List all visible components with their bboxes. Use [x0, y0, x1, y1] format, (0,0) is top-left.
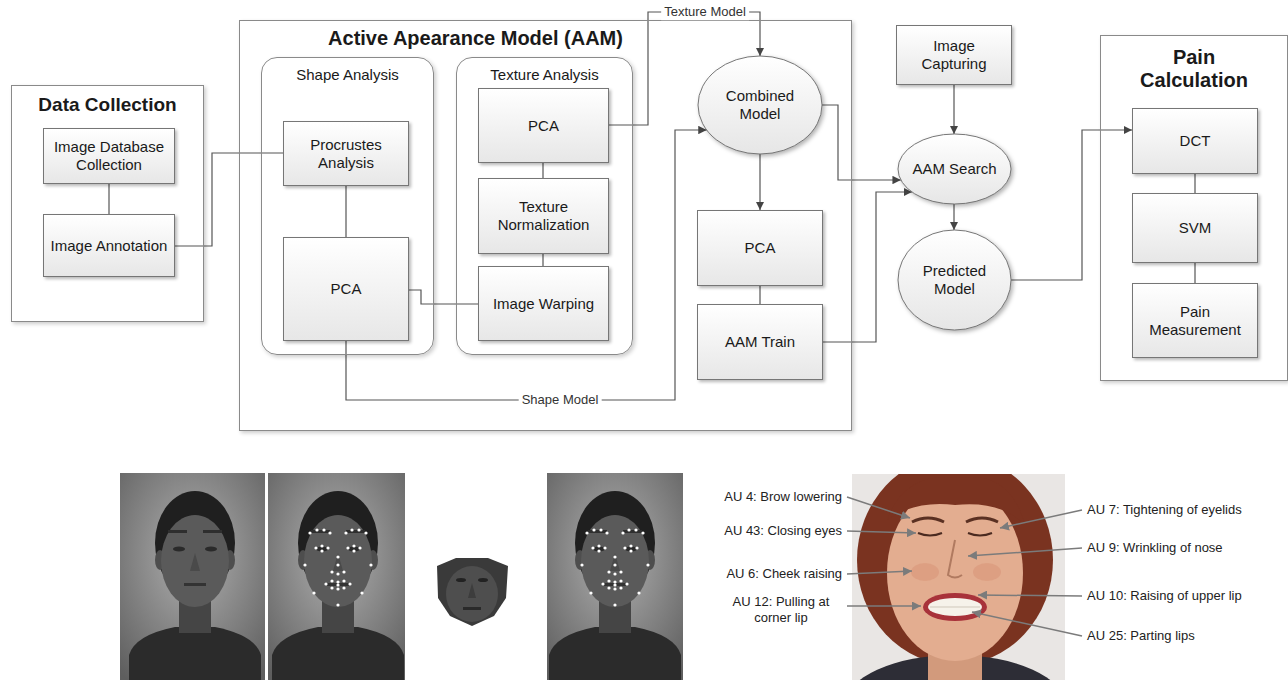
- callout-slot: AU 6: Cheek raising: [700, 566, 842, 582]
- process-box: Pain Measurement: [1132, 283, 1258, 358]
- action-unit-label: AU 12: Pulling at corner lip: [720, 594, 842, 627]
- group-heading: Data Collection: [12, 94, 203, 116]
- callout-slot: AU 43: Closing eyes: [700, 523, 842, 539]
- analysis-group: Shape AnalysisProcrustes AnalysisPCA: [261, 57, 434, 355]
- stage-panel: Data CollectionImage Database Collection…: [11, 85, 204, 322]
- process-box: SVM: [1132, 193, 1258, 263]
- group-heading: Pain Calculation: [1134, 46, 1254, 92]
- connector: [409, 290, 478, 304]
- node-label: PCA: [528, 117, 559, 135]
- connector: [953, 85, 954, 134]
- node-label: Predicted Model: [911, 262, 998, 298]
- process-ellipse: AAM Search: [897, 133, 1012, 205]
- stage-panel: Pain CalculationDCT SVM Pain Measurement: [1100, 35, 1288, 381]
- callout-slot: AU 12: Pulling at corner lip: [720, 594, 842, 627]
- connector: [759, 286, 760, 304]
- callout-slot: AU 4: Brow lowering: [700, 489, 842, 505]
- edge-label: Shape Model: [519, 392, 602, 408]
- connector: [108, 184, 109, 214]
- ellipse-shape: [898, 230, 1011, 330]
- ellipse-shape: [898, 134, 1011, 204]
- node-label: Pain Measurement: [1139, 303, 1251, 339]
- action-unit-label: AU 10: Raising of upper lip: [1087, 588, 1282, 604]
- process-box: PCA: [697, 210, 823, 286]
- action-unit-label: AU 9: Wrinkling of nose: [1087, 540, 1282, 556]
- node-label: Texture Normalization: [485, 198, 602, 234]
- node-label: Image Annotation: [51, 237, 168, 255]
- connector: [1011, 130, 1132, 280]
- connector: [823, 192, 912, 342]
- connector: [759, 154, 760, 210]
- warped-face: [437, 558, 508, 626]
- process-box: DCT: [1132, 108, 1258, 174]
- process-box: Texture Normalization: [478, 178, 609, 254]
- process-box: Image Warping: [478, 266, 609, 341]
- node-label: Procrustes Analysis: [290, 136, 402, 172]
- connector: [822, 105, 901, 180]
- node-label: Image Warping: [493, 295, 594, 313]
- fitted-face-photo: [547, 473, 683, 680]
- edge-label: Texture Model: [661, 4, 749, 20]
- edge-label-slot: Shape Model: [519, 392, 602, 408]
- group-heading: Active Apearance Model (AAM): [240, 27, 711, 50]
- process-box: PCA: [283, 237, 409, 341]
- group-heading: Shape Analysis: [262, 66, 433, 83]
- node-label: PCA: [745, 239, 776, 257]
- node-label: DCT: [1180, 132, 1211, 150]
- process-box: PCA: [478, 88, 609, 163]
- pain-face-photo: [852, 474, 1065, 680]
- action-unit-label: AU 43: Closing eyes: [700, 523, 842, 539]
- callout-slot: AU 25: Parting lips: [1087, 628, 1282, 644]
- callout-slot: AU 10: Raising of upper lip: [1087, 588, 1282, 604]
- edge-label-slot: Texture Model: [661, 4, 749, 20]
- action-unit-label: AU 6: Cheek raising: [700, 566, 842, 582]
- node-label: Combined Model: [711, 87, 809, 123]
- process-box: Procrustes Analysis: [283, 121, 409, 186]
- process-box: Image Database Collection: [43, 128, 175, 184]
- node-label: SVM: [1179, 219, 1212, 237]
- callout-slot: AU 9: Wrinkling of nose: [1087, 540, 1282, 556]
- ellipse-shape: [698, 56, 822, 154]
- connector: [542, 254, 543, 266]
- process-ellipse: Predicted Model: [897, 229, 1012, 331]
- connector: [175, 153, 283, 246]
- connector: [1194, 263, 1195, 283]
- annotated-face-photo: [268, 473, 405, 680]
- node-label: AAM Train: [725, 333, 795, 351]
- process-box: Image Capturing: [896, 25, 1012, 85]
- group-heading: Texture Analysis: [457, 66, 632, 83]
- action-unit-label: AU 4: Brow lowering: [700, 489, 842, 505]
- connector: [345, 186, 346, 237]
- connector: [953, 204, 954, 230]
- connector: [542, 163, 543, 178]
- callout-slot: AU 7: Tightening of eyelids: [1087, 502, 1282, 518]
- analysis-group: Texture AnalysisPCA Texture Normalization…: [456, 57, 633, 355]
- node-label: PCA: [331, 280, 362, 298]
- process-box: AAM Train: [697, 304, 823, 380]
- connector: [1194, 174, 1195, 193]
- stage-panel: Active Apearance Model (AAM) Shape Analys…: [239, 20, 852, 431]
- action-unit-label: AU 7: Tightening of eyelids: [1087, 502, 1282, 518]
- node-label: AAM Search: [912, 160, 996, 178]
- leader-lines: [847, 497, 1082, 636]
- node-label: Image Database Collection: [50, 138, 168, 174]
- process-box: Image Annotation: [43, 214, 175, 277]
- action-unit-label: AU 25: Parting lips: [1087, 628, 1282, 644]
- node-label: Image Capturing: [903, 37, 1005, 73]
- face-photo: [120, 473, 265, 680]
- process-ellipse: Combined Model: [697, 55, 823, 155]
